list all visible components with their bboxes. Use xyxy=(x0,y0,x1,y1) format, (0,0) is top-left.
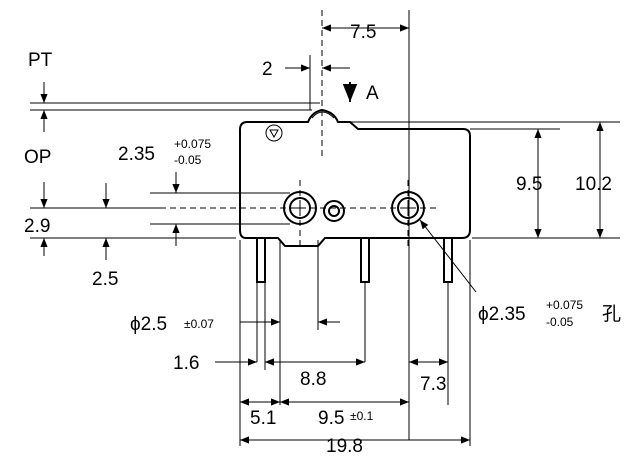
label-2-35: 2.35 xyxy=(118,144,155,165)
label-2-35-tol-plus: +0.075 xyxy=(174,137,211,151)
label-2: 2 xyxy=(262,59,273,80)
polarity-mark-icon xyxy=(265,124,283,142)
label-7-3: 7.3 xyxy=(420,374,446,395)
label-phi-2-35: ϕ2.35 xyxy=(478,304,526,325)
center-lines xyxy=(160,10,440,250)
label-9-5-right: 9.5 xyxy=(516,174,542,195)
terminals xyxy=(256,237,453,283)
label-7-5: 7.5 xyxy=(350,22,376,43)
label-9-5-tol: ±0.1 xyxy=(350,409,374,423)
label-phi-2-35-tol-plus: +0.075 xyxy=(546,298,583,312)
dimension-labels: PT OP A 7.5 2 2.35 +0.075 -0.05 9.5 10.2… xyxy=(24,22,621,457)
mounting-hole-center xyxy=(323,200,345,222)
label-phi-2-5: ϕ2.5 xyxy=(130,314,167,335)
label-10-2: 10.2 xyxy=(575,174,612,195)
label-9-5-bottom: 9.5 xyxy=(318,408,344,429)
label-1-6: 1.6 xyxy=(173,353,199,374)
label-phi-2-35-tol-minus: -0.05 xyxy=(546,315,574,329)
dimension-arrows xyxy=(40,24,604,444)
label-19-8: 19.8 xyxy=(326,436,363,457)
mounting-hole-right xyxy=(391,191,425,225)
label-2-9: 2.9 xyxy=(24,216,50,237)
label-2-5: 2.5 xyxy=(92,269,118,290)
label-a: A xyxy=(366,83,379,104)
label-5-1: 5.1 xyxy=(250,408,276,429)
label-hole-suffix: 孔 xyxy=(602,303,621,325)
label-2-35-tol-minus: -0.05 xyxy=(174,153,202,167)
label-pt: PT xyxy=(28,50,53,71)
label-8-8: 8.8 xyxy=(300,369,326,390)
label-op: OP xyxy=(24,147,51,168)
label-phi-2-5-tol: ±0.07 xyxy=(184,317,214,331)
